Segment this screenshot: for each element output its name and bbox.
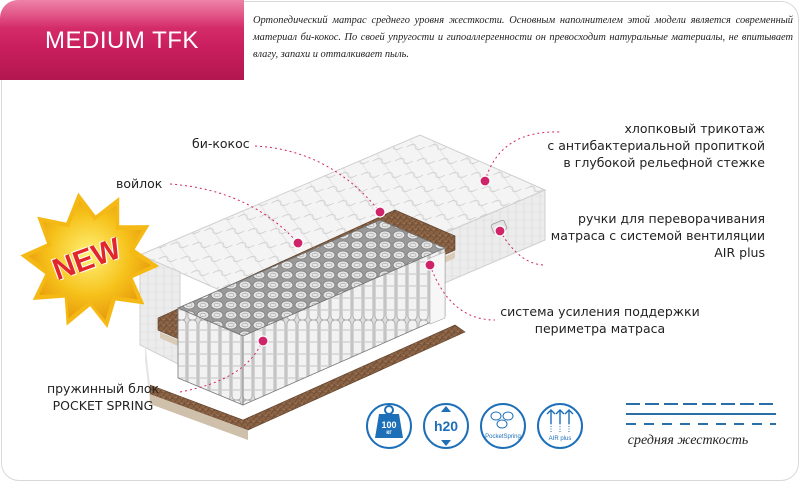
label-cotton-line2: с антибактериальной пропиткой [547,138,765,153]
callout-cotton [484,131,561,182]
dot-perimeter [424,259,436,271]
air-plus-label: AIR plus [548,436,572,442]
callout-bi-kokos [254,145,381,213]
callout-lines [169,131,561,393]
stiffness-label: средняя жесткость [627,433,749,448]
label-bi-kokos: би-кокос [192,136,250,151]
callout-spring-block [179,341,263,393]
new-badge [20,192,160,328]
title-banner-shine [0,0,244,28]
label-handles-line1: ручки для переворачивания [578,211,765,226]
product-title: MEDIUM TFK [45,27,199,54]
dot-handles [494,225,506,237]
bottom-felt-layer [150,394,248,440]
label-voilok: войлок [116,176,163,191]
title-banner: MEDIUM TFK [0,0,244,80]
weight-unit: кг [386,430,392,436]
weight-value-box: 100 кг [373,420,405,437]
label-spring-block-line1: пружинный блок [46,381,160,396]
label-perimeter-line2: периметра матраса [534,321,666,336]
label-spring-block: пружинный блок POCKET SPRING [28,380,178,414]
callout-perimeter [429,264,496,321]
dot-bi-kokos [374,206,386,218]
dot-cotton [479,175,491,187]
height-value: h20 [433,418,459,434]
callout-handles [499,230,546,266]
callout-dots [257,175,506,347]
pocket-spring-label: PocketSpring [485,434,521,440]
dot-voilok [292,237,304,249]
label-cotton-line1: хлопковый трикотаж [624,121,765,136]
label-perimeter: система усиления поддержки периметра мат… [480,303,720,337]
label-cotton-line3: в глубокой рельефной стежке [563,155,765,170]
label-handles-line2: матраса с системой вентиляции [550,228,765,243]
label-cotton: хлопковый трикотаж с антибактериальной п… [520,120,765,171]
perimeter-foam [429,251,446,325]
weight-value: 100 [381,420,397,430]
label-spring-block-line2: POCKET SPRING [52,398,154,413]
label-perimeter-line1: система усиления поддержки [500,304,700,319]
dot-spring-block [257,335,269,347]
label-handles-line3: AIR plus [714,245,765,260]
product-description: Ортопедический матрас среднего уровня же… [253,15,793,60]
label-handles: ручки для переворачивания матраса с сист… [520,210,765,261]
